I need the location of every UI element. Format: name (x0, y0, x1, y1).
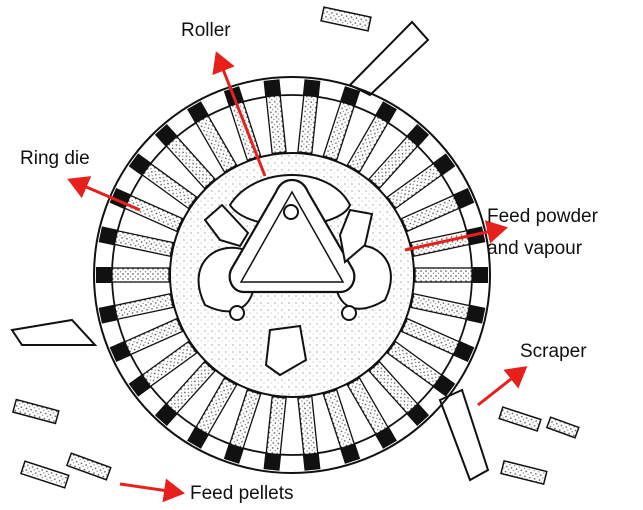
die-hole (264, 396, 288, 470)
knife-top-right (350, 22, 428, 95)
die-hole (264, 79, 288, 153)
die-hole (297, 396, 321, 470)
die-hole (322, 390, 360, 464)
die-hole (99, 226, 174, 257)
die-hole (297, 79, 321, 153)
bolt-left (230, 306, 244, 320)
die-hole (224, 390, 262, 464)
bolt-right (342, 306, 356, 320)
label-scraper: Scraper (520, 341, 587, 363)
die-hole (96, 267, 169, 283)
label-feed-powder-line2: and vapour (487, 238, 582, 260)
die-hole (411, 293, 486, 324)
die-hole (415, 267, 488, 283)
die-hole (322, 86, 360, 160)
arrow-scraper (478, 368, 525, 405)
label-ring-die: Ring die (20, 148, 90, 170)
knife-left (12, 320, 95, 345)
label-feed-powder-line1: Feed powder (487, 206, 598, 228)
arrow-feed-pellets (120, 484, 182, 493)
label-roller: Roller (181, 20, 231, 42)
die-hole (99, 293, 174, 324)
bolt-top (284, 205, 298, 219)
label-feed-pellets: Feed pellets (190, 483, 294, 505)
